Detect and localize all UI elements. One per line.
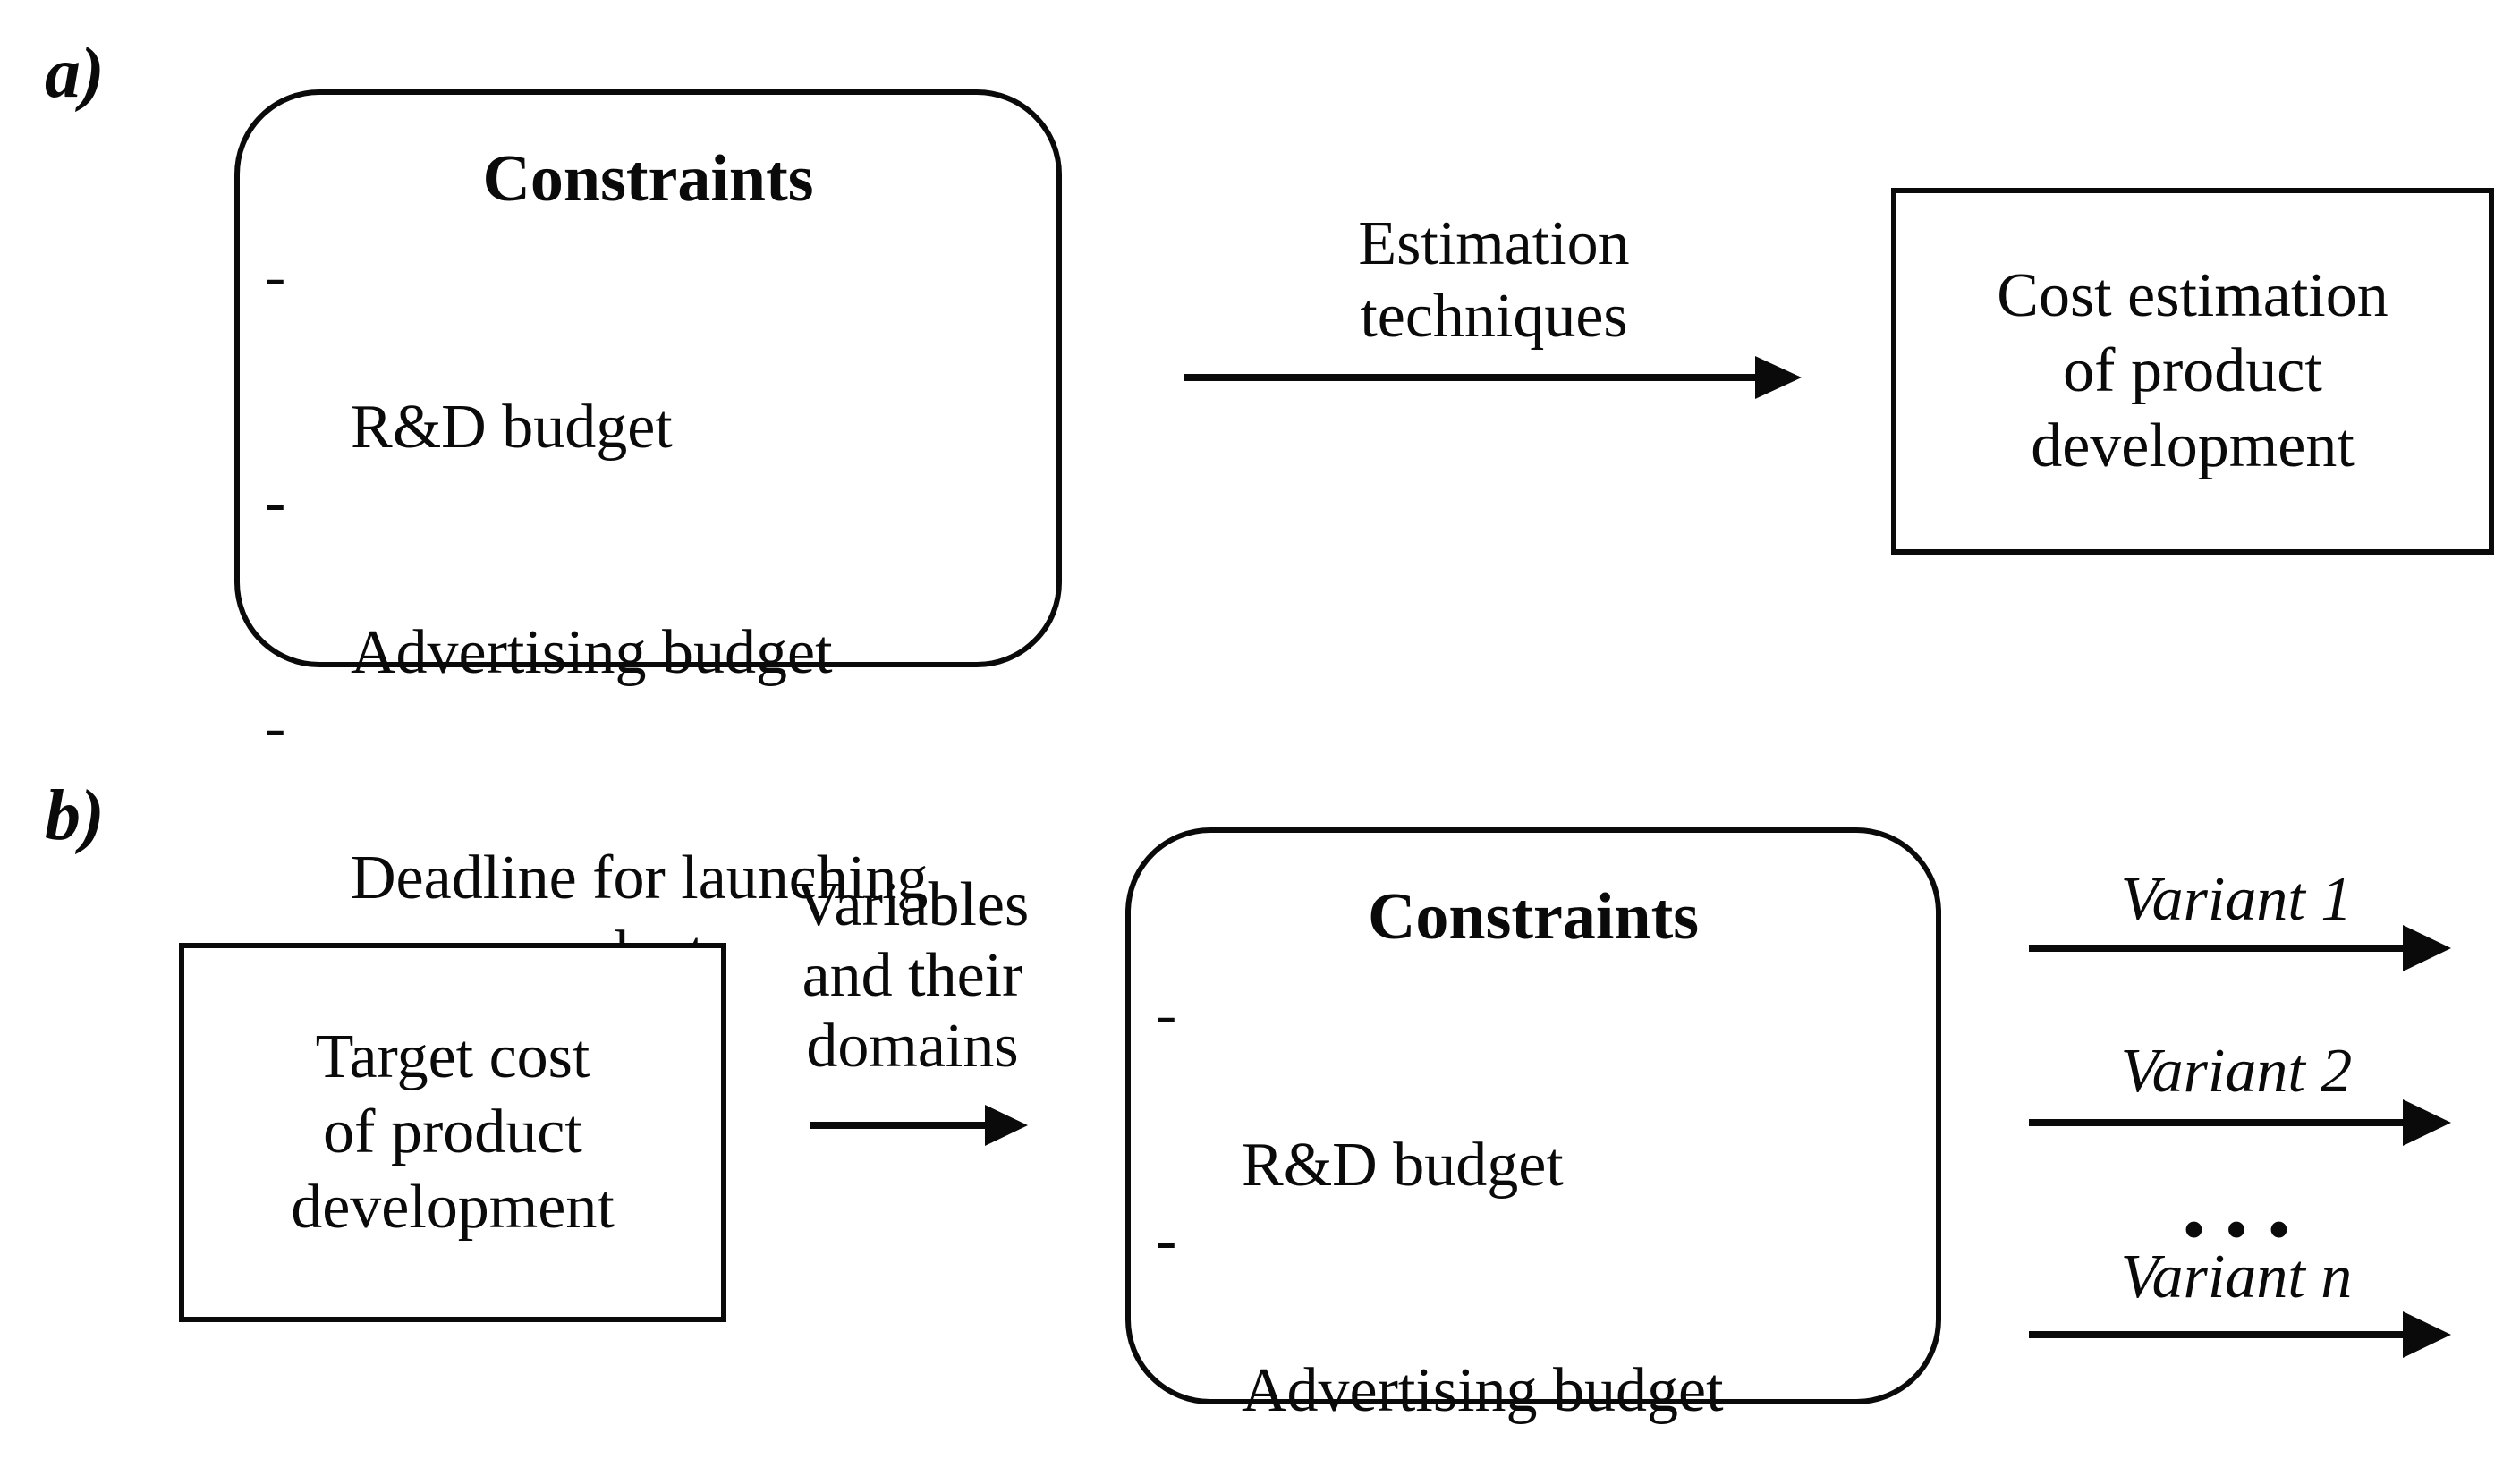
constraint-item-text: Advertising budget <box>351 618 833 687</box>
constraints-box-a: Constraints - R&D budget - Advertising b… <box>234 89 1062 1226</box>
constraint-item-text: R&D budget <box>1242 1131 1564 1200</box>
constraint-item: - Advertising budget <box>240 465 1056 691</box>
variables-domains-label: Variables and their domains <box>795 870 1030 1081</box>
dash-bullet: - <box>1156 1429 1176 1459</box>
dash-bullet: - <box>265 242 286 311</box>
variant-2-arrow-head <box>2403 1099 2451 1146</box>
estimation-arrow-line <box>1184 374 1757 381</box>
cost-estimation-box: Cost estimation of product development <box>1891 188 2494 555</box>
panel-b-label: b) <box>45 776 105 855</box>
variant-n-arrow-head <box>2403 1311 2451 1358</box>
constraint-item: - R&D budget <box>1131 978 1936 1203</box>
variables-arrow-line <box>810 1122 985 1129</box>
variant-2-arrow-line <box>2029 1119 2403 1126</box>
constraint-item: - R&D budget <box>240 240 1056 465</box>
constraints-box-b: Constraints - R&D budget - Advertising b… <box>1125 827 1941 1459</box>
constraints-list: - R&D budget - Advertising budget - Dead… <box>1131 978 1936 1459</box>
panel-a-label: a) <box>45 34 105 113</box>
cost-estimation-text: Cost estimation of product development <box>1997 261 2388 480</box>
variant-n-arrow-line <box>2029 1331 2403 1338</box>
variant-n-label: Variant n <box>2120 1243 2353 1311</box>
target-cost-text: Target cost of product development <box>291 1022 615 1242</box>
constraint-item: - Advertising budget <box>1131 1203 1936 1429</box>
constraint-item-text: R&D budget <box>351 393 673 462</box>
dash-bullet: - <box>1156 980 1177 1049</box>
variants-ellipsis: ... <box>2181 1149 2310 1258</box>
constraint-item-text: Advertising budget <box>1242 1356 1724 1425</box>
dash-bullet: - <box>265 693 286 762</box>
estimation-arrow-head <box>1755 356 1802 399</box>
estimation-techniques-label: Estimation techniques <box>1358 209 1630 351</box>
constraint-item: - Deadline for launching a new product <box>1131 1429 1936 1459</box>
variant-1-label: Variant 1 <box>2120 865 2353 934</box>
variant-1-arrow-head <box>2403 925 2451 971</box>
target-cost-box: Target cost of product development <box>179 943 726 1322</box>
dash-bullet: - <box>265 468 286 537</box>
variant-2-label: Variant 2 <box>2120 1037 2353 1106</box>
variables-arrow-head <box>985 1105 1028 1146</box>
constraints-title: Constraints <box>482 142 814 216</box>
variant-1-arrow-line <box>2029 945 2403 952</box>
dash-bullet: - <box>1156 1206 1177 1275</box>
constraints-title: Constraints <box>1367 880 1700 954</box>
